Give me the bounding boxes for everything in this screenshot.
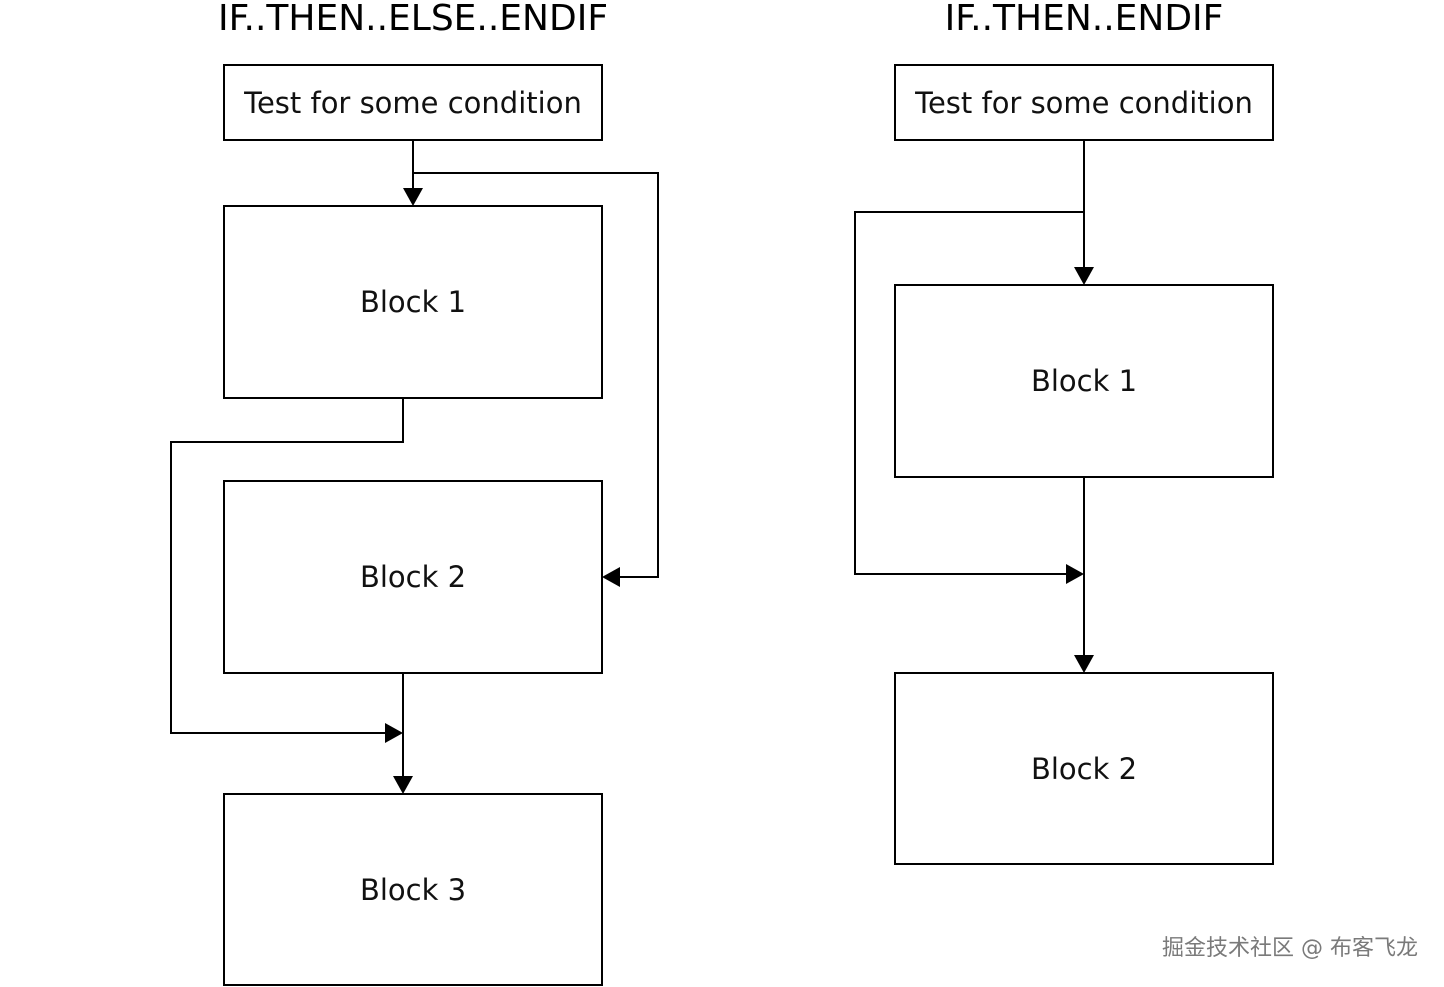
left-block1-box [223,205,603,399]
if-then-diagram: IF..THEN..ENDIF Test for some condition … [854,0,1274,865]
left-block3-box [223,793,603,986]
if-then-else-diagram: IF..THEN..ELSE..ENDIF Test for some cond… [170,0,659,986]
right-diagram-title: IF..THEN..ENDIF [945,0,1224,39]
left-block2-to-block3-arrowhead [393,776,413,794]
left-test-box [223,64,603,141]
left-else-branch-line [413,172,659,578]
left-else-branch-arrowhead [602,567,620,587]
right-block2-label: Block 2 [1031,752,1137,786]
right-bypass-line [854,211,1084,575]
right-block1-label: Block 1 [1031,364,1137,398]
right-test-label: Test for some condition [914,86,1253,120]
left-test-to-block1-arrowhead [403,188,423,206]
right-test-box [894,64,1274,141]
left-block2-label: Block 2 [360,560,466,594]
left-block3-label: Block 3 [360,873,466,907]
right-block1-to-block2-arrowhead [1074,655,1094,673]
watermark-text: 掘金技术社区 @ 布客飞龙 [1162,936,1418,961]
left-diagram-title: IF..THEN..ELSE..ENDIF [218,0,608,39]
left-test-label: Test for some condition [243,86,582,120]
right-bypass-arrowhead [1066,564,1084,584]
left-block2-box [223,480,603,674]
left-block1-bypass-line [170,398,404,734]
right-block2-box [894,672,1274,865]
right-block1-box [894,284,1274,478]
right-test-to-block1-arrowhead [1074,267,1094,285]
left-block1-bypass-arrowhead [385,723,403,743]
left-block1-label: Block 1 [360,285,466,319]
